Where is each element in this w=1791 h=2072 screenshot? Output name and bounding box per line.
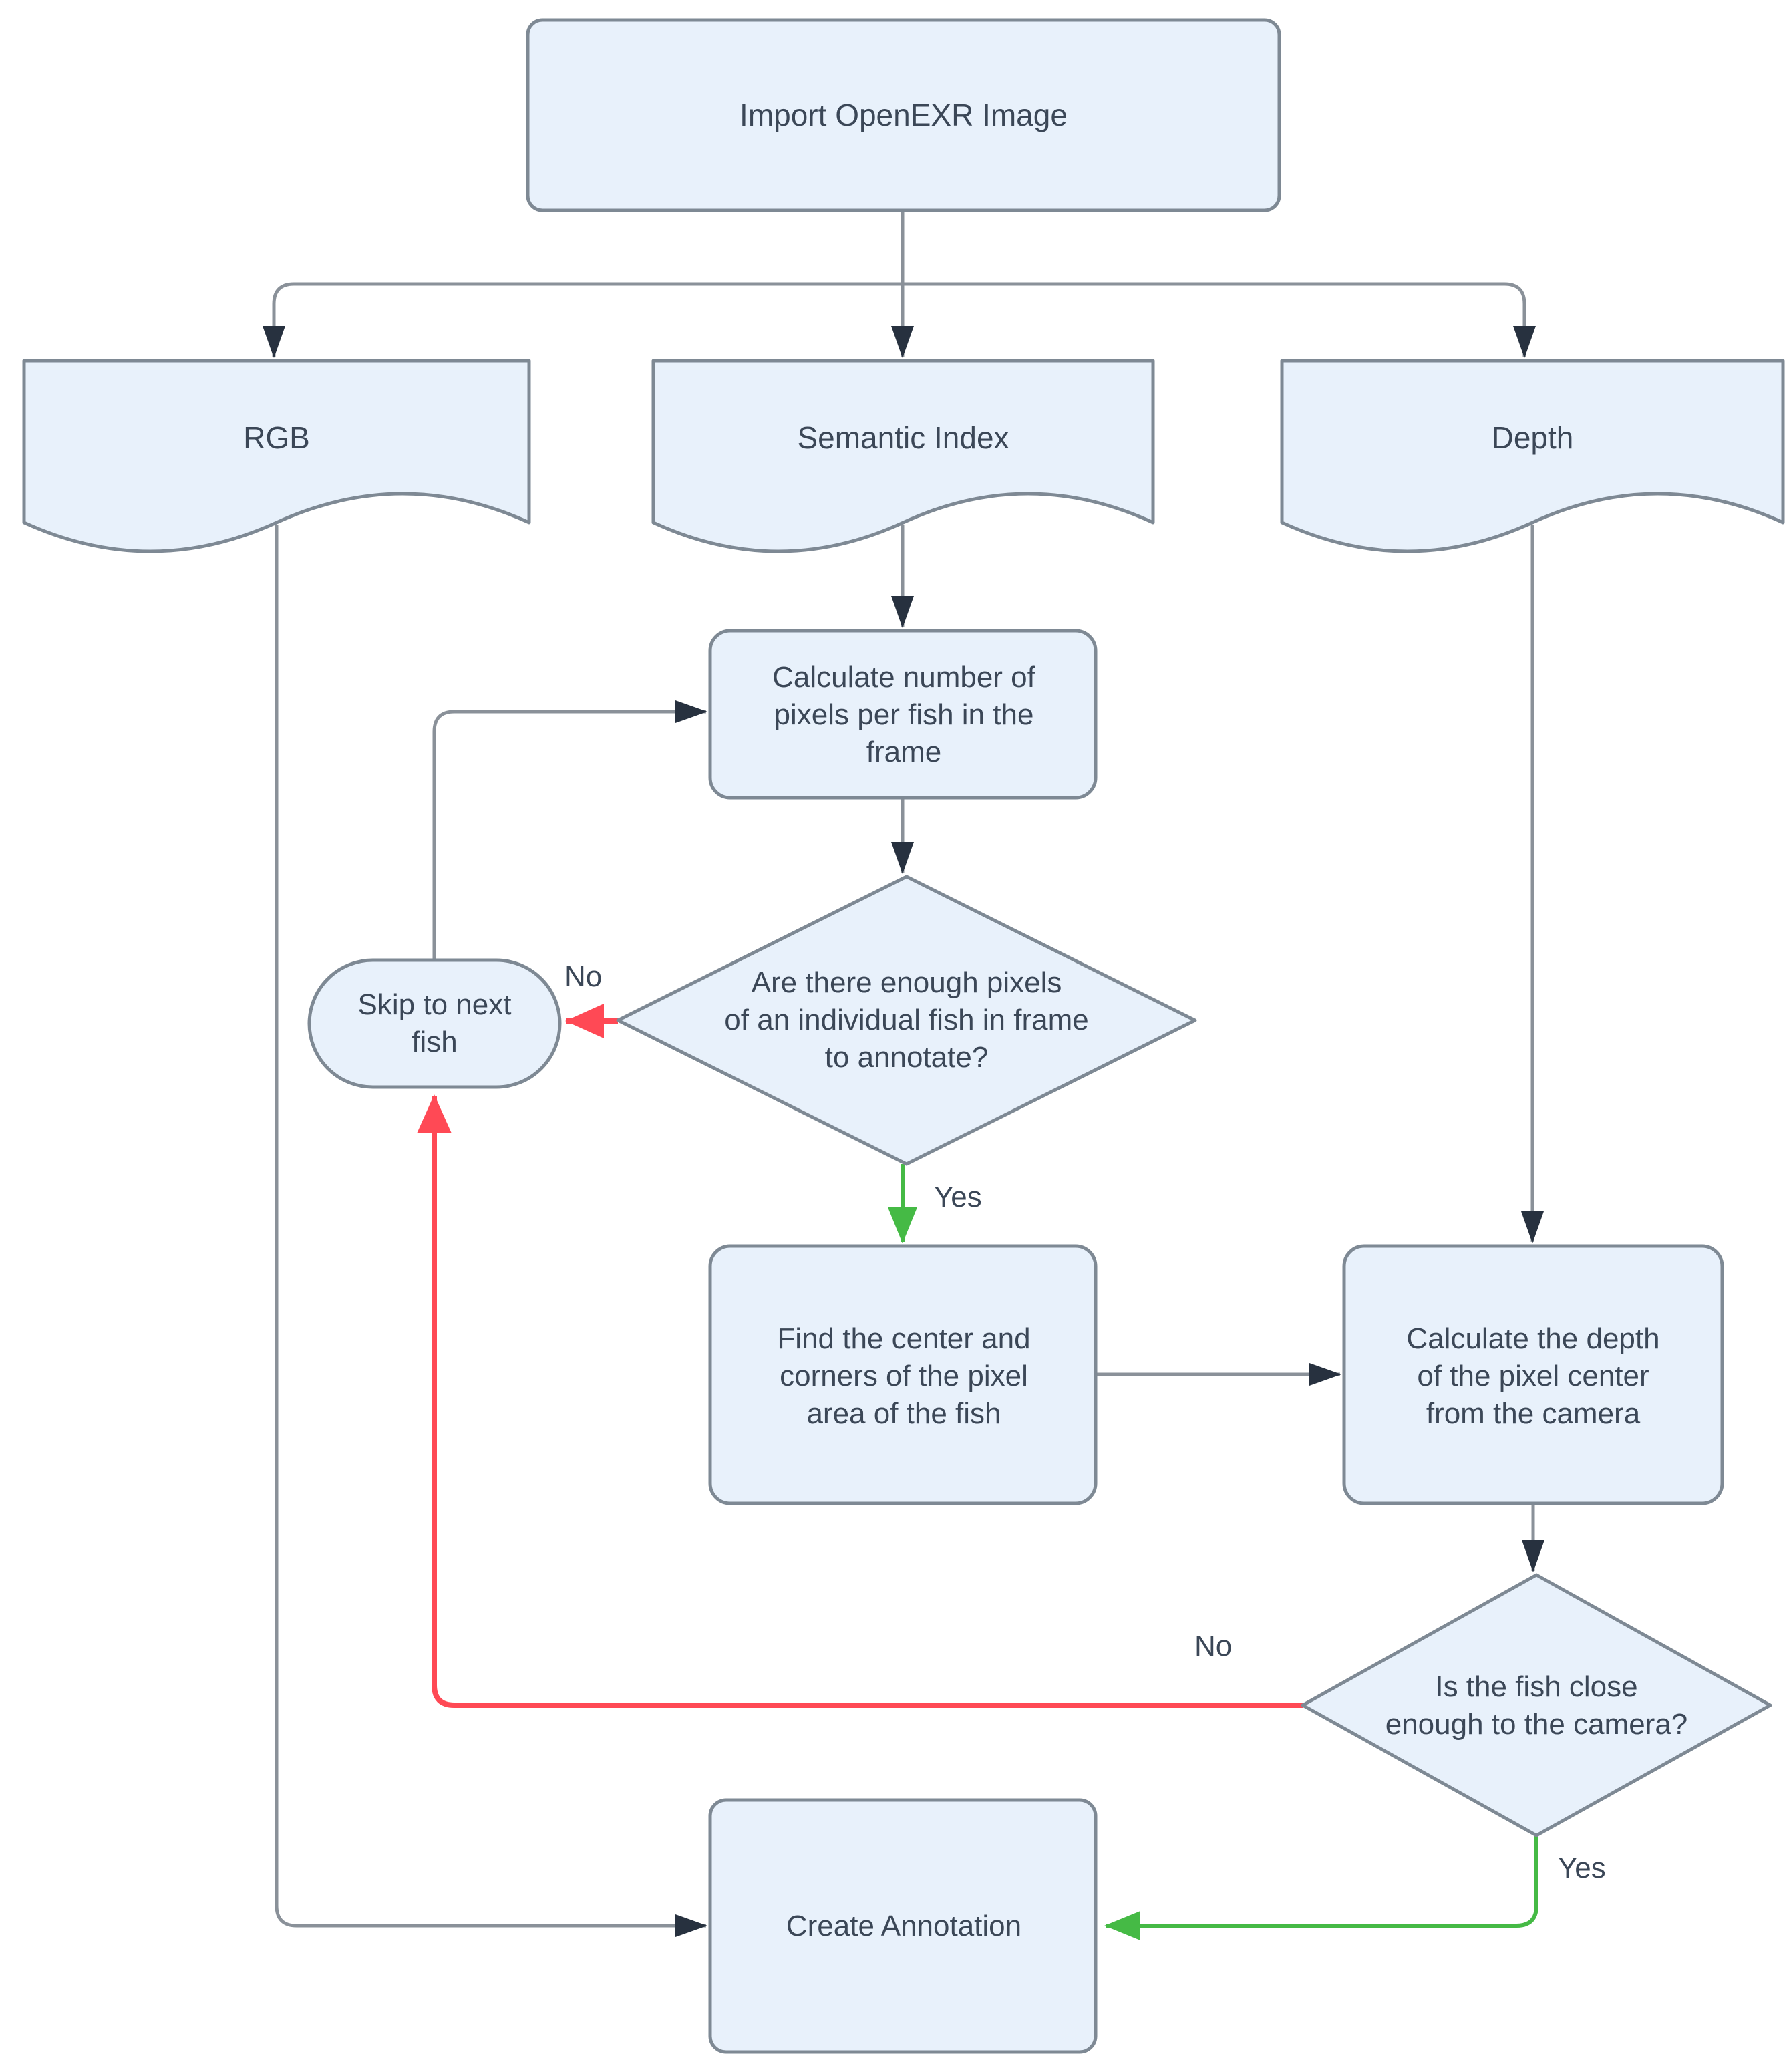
depth-node-shape [1280, 359, 1785, 553]
import-node-shape [526, 18, 1281, 212]
calc-pixels-node-shape [708, 629, 1098, 800]
calc-depth-node-shape [1342, 1244, 1724, 1505]
close-enough-decision-shape [1301, 1573, 1772, 1837]
create-annotation-node-shape [708, 1798, 1098, 2054]
edge-rgb-to-create-annotation [275, 525, 707, 1937]
semantic-index-node-shape [651, 359, 1155, 553]
skip-fish-node-shape [307, 958, 562, 1089]
rgb-node-shape [22, 359, 531, 553]
find-center-node-shape [708, 1244, 1098, 1505]
edge-skip-fish-to-calc-pixels [432, 700, 707, 960]
edge-decision2-no-to-skip-fish [417, 1094, 1303, 1708]
edge-decision2-yes-to-create-annotation [1104, 1835, 1538, 1940]
enough-pixels-decision-shape [616, 875, 1197, 1166]
edge-import-to-rgb [263, 282, 903, 358]
edge-import-to-depth [903, 282, 1536, 358]
